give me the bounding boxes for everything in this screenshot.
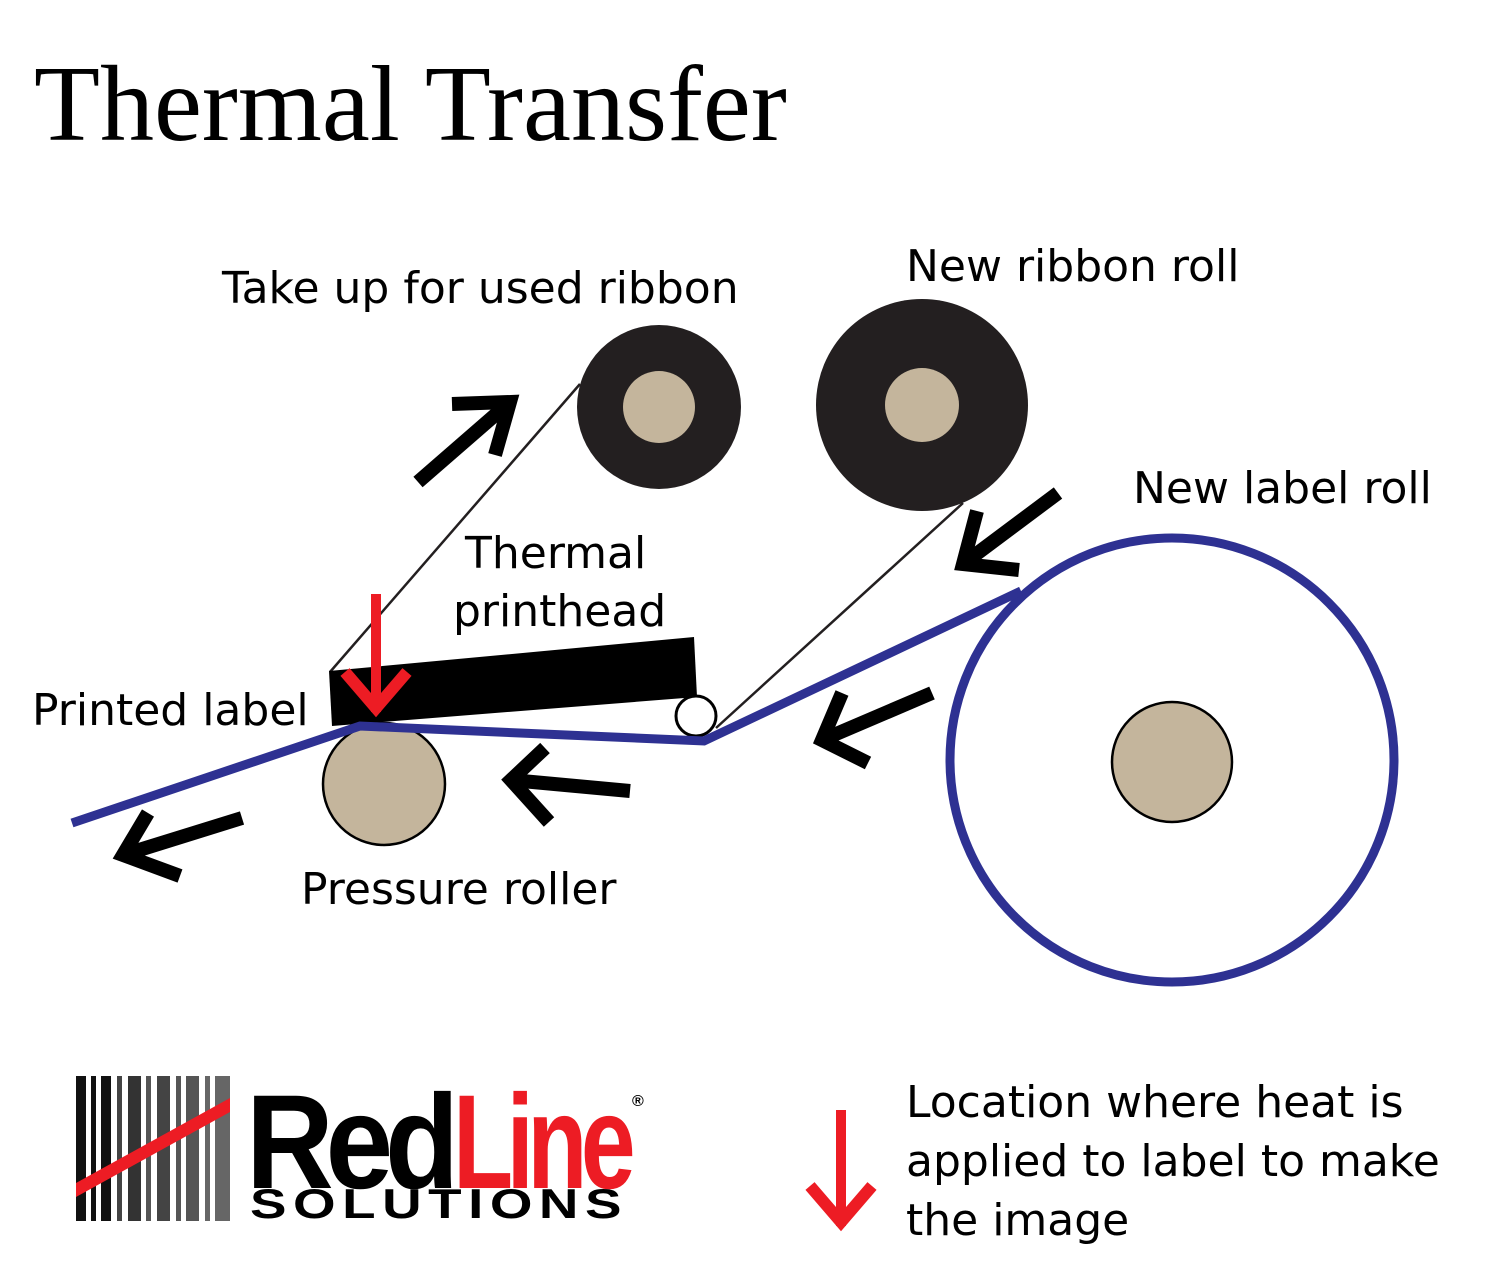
idler-roller bbox=[674, 694, 718, 738]
logo-red-text: Red bbox=[246, 1068, 452, 1217]
logo-solutions-text: SOLUTIONS bbox=[250, 1180, 628, 1227]
pressure-roller-label: Pressure roller bbox=[301, 864, 617, 915]
direction-arrow-icon bbox=[812, 686, 935, 770]
new-label-roll-label: New label roll bbox=[1133, 463, 1432, 514]
direction-arrow-icon bbox=[413, 394, 520, 488]
logo-barcode-mark bbox=[76, 1076, 230, 1221]
take-up-roll-core bbox=[623, 371, 695, 443]
redline-logo: Red Line ® SOLUTIONS bbox=[76, 1068, 644, 1227]
heat-arrow-icon bbox=[805, 1110, 877, 1232]
new-ribbon-label: New ribbon roll bbox=[906, 241, 1239, 292]
direction-arrow-icon bbox=[954, 487, 1063, 577]
label-web bbox=[70, 586, 1023, 828]
printed-label-label: Printed label bbox=[32, 685, 309, 736]
logo-registered-mark: ® bbox=[632, 1093, 644, 1110]
legend-line3: the image bbox=[906, 1195, 1129, 1246]
heat-arrow-icon bbox=[340, 594, 412, 718]
printhead-label-line2: printhead bbox=[453, 586, 666, 637]
direction-arrows bbox=[112, 394, 1063, 883]
direction-arrow-icon bbox=[501, 742, 631, 827]
new-ribbon-path bbox=[715, 502, 964, 729]
heat-legend: Location where heat is applied to label … bbox=[805, 1077, 1440, 1246]
printhead-label-line1: Thermal bbox=[464, 528, 646, 579]
direction-arrow-icon bbox=[112, 809, 245, 883]
legend-line2: applied to label to make bbox=[906, 1136, 1440, 1187]
logo-line-text: Line bbox=[453, 1068, 632, 1217]
diagram-title: Thermal Transfer bbox=[34, 45, 787, 164]
pressure-roller bbox=[321, 721, 447, 847]
label-roll-core bbox=[1110, 700, 1234, 824]
take-up-label: Take up for used ribbon bbox=[221, 263, 739, 314]
new-label-roll bbox=[945, 533, 1399, 987]
new-ribbon-roll-core bbox=[885, 368, 959, 442]
legend-line1: Location where heat is bbox=[906, 1077, 1404, 1128]
thermal-printhead bbox=[329, 637, 697, 726]
